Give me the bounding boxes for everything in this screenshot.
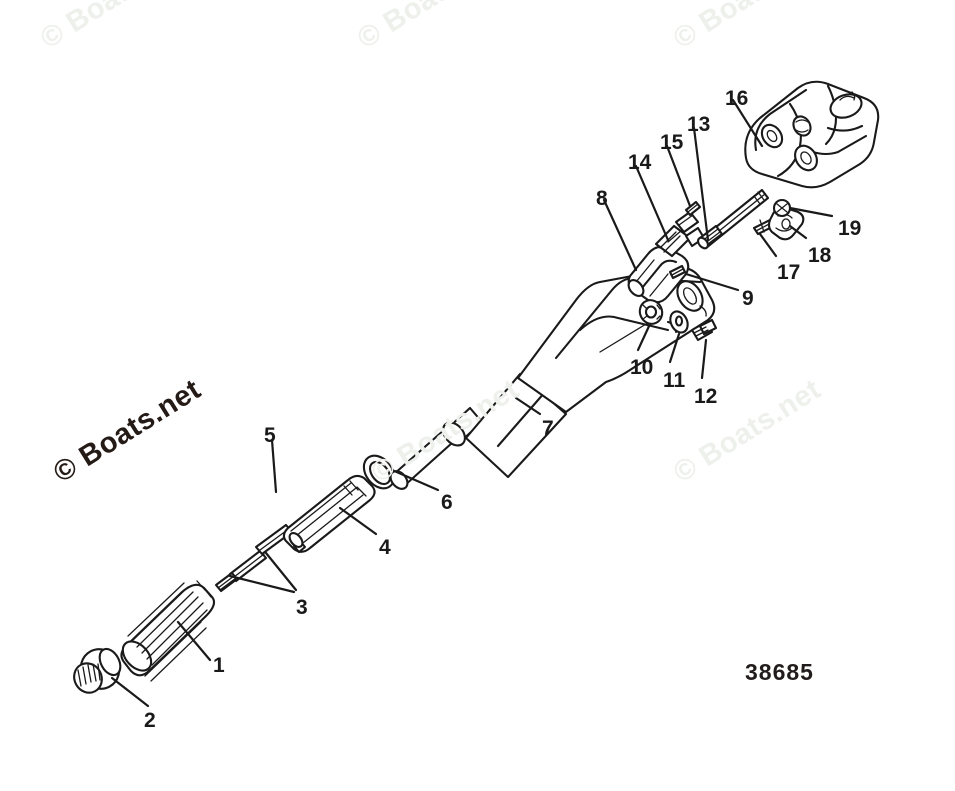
part-19-screw [772,198,792,218]
part-9-key-pin [668,264,687,280]
part-12-bolt [690,318,718,342]
callout-number-12: 12 [694,385,718,408]
part-6-seal-ring [362,454,396,490]
callout-number-13: 13 [687,113,711,136]
callout-number-9: 9 [742,287,754,310]
callout-number-3: 3 [296,596,308,619]
part-16-swivel-yoke [744,80,880,189]
callout-number-17: 17 [777,261,801,284]
callout-leader-lines [110,98,834,708]
part-11-washer [669,310,689,334]
callout-number-15: 15 [660,131,684,154]
part-8-universal-joint [627,245,690,304]
part-13-upper-shaft [697,188,770,250]
callout-number-11: 11 [663,369,686,392]
part-10-lock-nut [638,299,664,325]
part-4-hex-adapter [282,474,376,554]
part-2-nut [73,647,122,694]
callout-number-2: 2 [144,709,156,732]
callout-number-18: 18 [808,244,832,267]
part-14-splined-yoke [654,210,706,258]
callout-number-4: 4 [379,536,391,559]
callout-number-19: 19 [838,217,862,240]
callout-number-14: 14 [628,151,652,174]
drawing-number: 38685 [745,659,814,685]
part-15-roll-pin [684,200,702,217]
callout-number-5: 5 [264,424,276,447]
part-7-shaft-housing [389,266,716,490]
part-1-handle-grip [120,580,216,682]
callout-number-1: 1 [213,654,225,677]
callout-number-8: 8 [596,187,608,210]
callout-number-7: 7 [542,417,554,440]
callout-number-10: 10 [630,356,654,379]
callout-number-6: 6 [441,491,453,514]
callout-number-16: 16 [725,87,749,110]
